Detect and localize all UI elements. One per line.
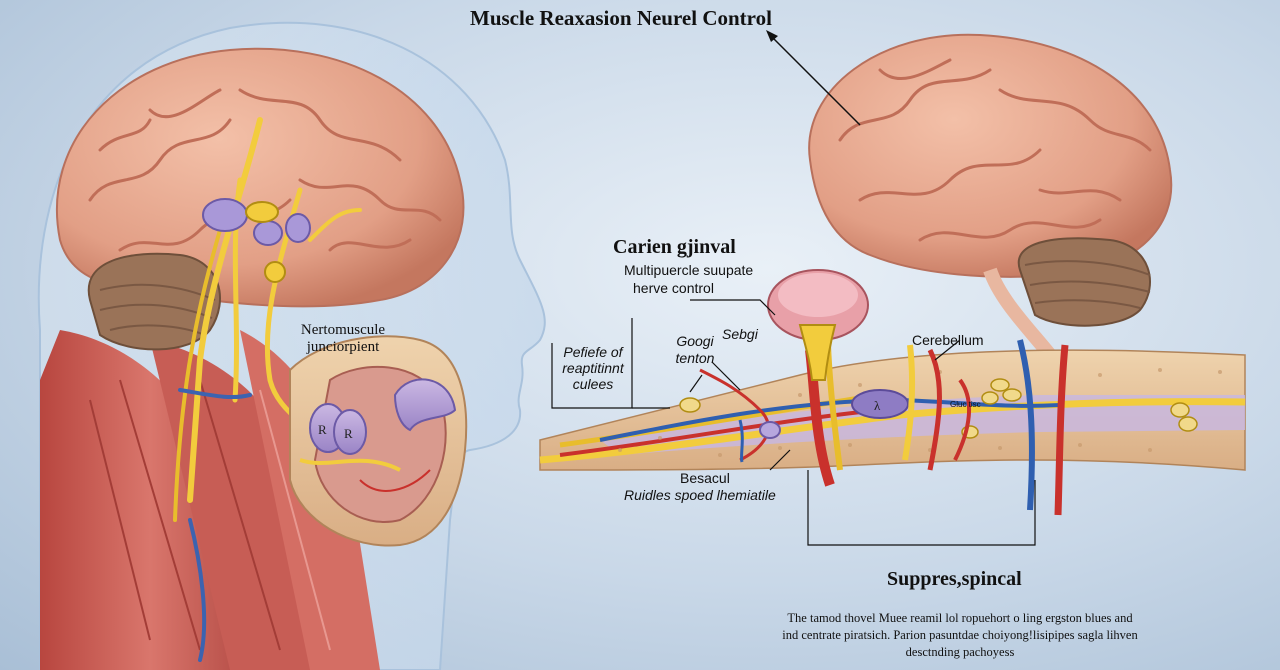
nerve-bundle: λ — [539, 339, 1246, 516]
label-sebgi: Sebgi — [722, 326, 758, 342]
neuromuscular-junction: R R — [289, 335, 468, 547]
leader-lines — [551, 299, 1036, 546]
label-pefiefe-line1: Pefiefe of — [563, 344, 623, 360]
label-pefiefe-line2: reaptitinnt — [562, 360, 624, 376]
label-googi: Googi tenton — [670, 333, 720, 367]
label-cerebellum: Cerebellum — [912, 332, 984, 348]
left-brain — [55, 47, 465, 351]
diagram-title: Muscle Reaxasion Neurel Control — [470, 6, 772, 30]
caption-line-3: desctnding pachoyess — [905, 645, 1015, 659]
caption-line-1: The tamod thovel Muee reamil lol ropueho… — [787, 611, 1133, 625]
svg-text:R: R — [318, 422, 327, 437]
label-ruidles: Ruidles spoed lhemiatile — [624, 487, 776, 503]
label-multipuercle: Multipuercle suupate — [624, 262, 754, 278]
receptor-structure — [767, 269, 869, 381]
label-pefiefe: Pefiefe of reaptitinnt culees — [558, 344, 628, 392]
label-besacul: Besacul — [680, 470, 730, 486]
label-neuromuscular: Nertomuscule junciorpient — [283, 322, 403, 356]
right-brain — [808, 33, 1173, 360]
title-arrow — [766, 30, 861, 126]
label-googi-line1: Googi — [676, 333, 714, 349]
label-carien: Carien gjinval — [613, 236, 736, 258]
svg-text:R: R — [344, 426, 353, 441]
label-pefiefe-line3: culees — [572, 376, 614, 392]
label-neuromuscular-line2: junciorpient — [306, 339, 380, 355]
label-herve: herve control — [633, 280, 714, 296]
label-googi-line2: tenton — [675, 350, 715, 366]
svg-text:λ: λ — [874, 398, 881, 413]
caption-paragraph: The tamod thovel Muee reamil lol ropueho… — [700, 610, 1220, 661]
label-suppres: Suppres,spincal — [887, 568, 1022, 590]
label-small-tag: Gluc tisc — [950, 400, 981, 409]
caption-line-2: ind centrate piratsich. Parion pasuntdae… — [782, 628, 1138, 642]
left-ganglia — [202, 198, 311, 283]
label-neuromuscular-line1: Nertomuscule — [300, 322, 386, 338]
